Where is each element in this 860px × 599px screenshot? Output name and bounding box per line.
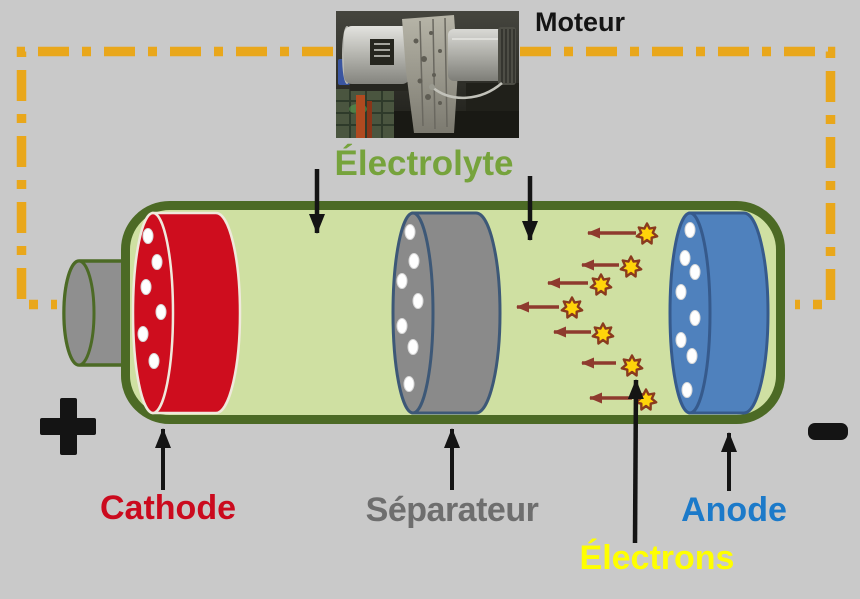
separator-pore-dots — [396, 224, 424, 392]
anode-pore-dot — [686, 348, 698, 364]
separator-pore-dot — [408, 253, 420, 269]
cathode-cylinder — [131, 211, 242, 415]
separator-pore-dot — [412, 293, 424, 309]
anode-pore-dot — [689, 310, 701, 326]
cathode-pore-dots — [137, 228, 167, 369]
anode-pore-dot — [681, 382, 693, 398]
cathode-pore-dot — [151, 254, 163, 270]
motor-right-barrel — [448, 29, 506, 81]
separator-pore-dot — [396, 273, 408, 289]
motor-label: Moteur — [535, 7, 625, 37]
separator-pore-dot — [407, 339, 419, 355]
minus-symbol — [808, 423, 848, 440]
electron-star-icon — [591, 322, 615, 345]
motor-photo — [336, 11, 519, 138]
cathode-cap — [131, 211, 175, 415]
cathode-pore-dot — [155, 304, 167, 320]
battery-terminal-cap — [62, 259, 96, 367]
cathode-pore-dot — [137, 326, 149, 342]
electron-star-icon — [620, 354, 644, 377]
anode-pore-dot — [675, 284, 687, 300]
electrons-pointer-arrow — [627, 379, 644, 544]
electron-star-icon — [635, 222, 659, 245]
anode-body — [688, 211, 770, 415]
anode-label: Anode — [681, 491, 787, 529]
separator-pore-dot — [403, 376, 415, 392]
cathode-body — [151, 211, 242, 415]
motor-cap-ribs — [501, 29, 515, 83]
anode-pore-dot — [679, 250, 691, 266]
plus-symbol — [40, 398, 96, 455]
motor-label-text-lines — [374, 43, 390, 57]
cathode-pore-dot — [140, 279, 152, 295]
electrolyte-label: Électrolyte — [334, 144, 514, 183]
motor-gearbox-bolts — [413, 31, 442, 105]
separator-cap — [391, 211, 435, 415]
cathode-pore-dot — [142, 228, 154, 244]
anode-cap — [668, 211, 712, 415]
electron-star-icon — [619, 255, 643, 278]
anode-pore-dots — [675, 222, 701, 398]
separator-pore-dot — [396, 318, 408, 334]
anode-pore-dot — [684, 222, 696, 238]
separator-cylinder — [391, 211, 502, 415]
anode-pore-dot — [689, 264, 701, 280]
motor-label-band — [370, 39, 394, 65]
anode-cylinder — [668, 211, 770, 415]
electron-star-icon — [560, 296, 584, 319]
motor-gearbox — [402, 15, 458, 133]
anode-pore-dot — [675, 332, 687, 348]
plus-vertical-bar — [59, 398, 77, 455]
separator-pore-dot — [404, 224, 416, 240]
circuit-wire-left — [16, 46, 333, 310]
photo-orange-post-2 — [367, 101, 372, 138]
electrons-label: Électrons — [579, 539, 735, 577]
photo-orange-post — [356, 95, 365, 138]
cathode-label: Cathode — [100, 489, 236, 527]
separator-body — [411, 211, 502, 415]
separator-label: Séparateur — [365, 491, 539, 529]
circuit-wire-right — [520, 46, 836, 310]
electron-star-icon — [589, 273, 613, 296]
motor-pipe-fitting — [429, 84, 435, 90]
cathode-pore-dot — [148, 353, 160, 369]
motor-pipe — [431, 82, 503, 99]
